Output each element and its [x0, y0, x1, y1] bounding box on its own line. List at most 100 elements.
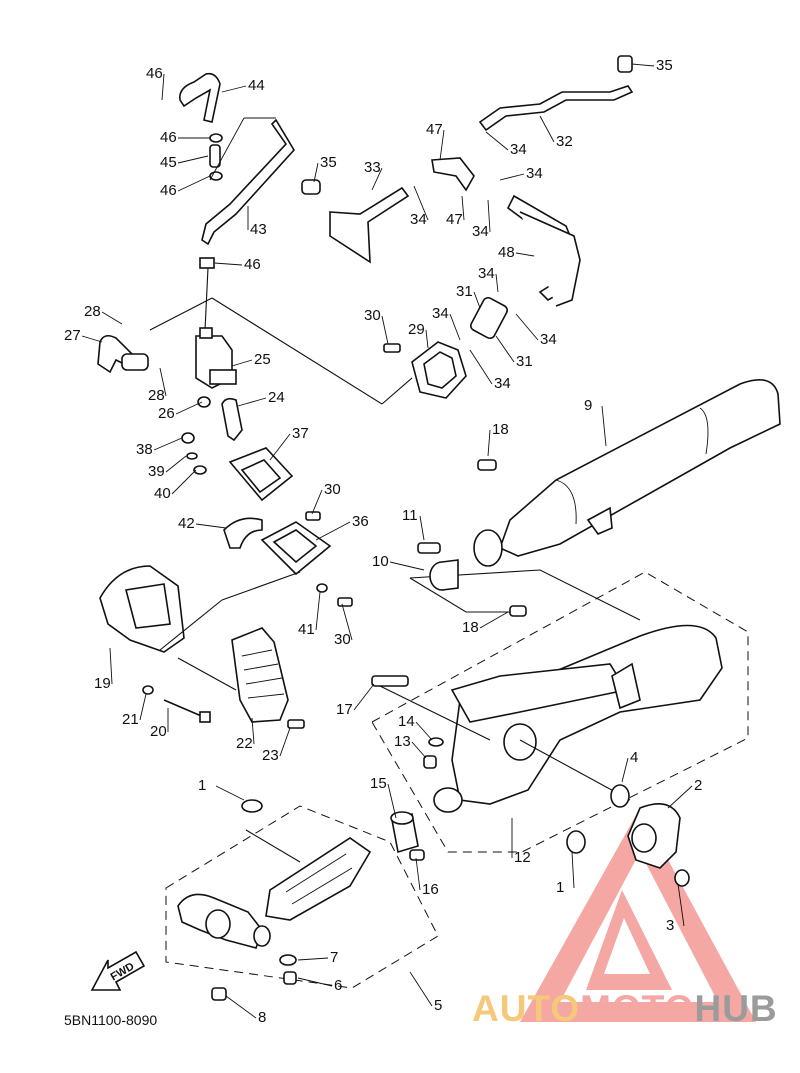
leader-41	[315, 591, 321, 631]
clamp-2-ring	[631, 823, 657, 853]
callout-40: 40	[154, 485, 171, 502]
callout-9: 9	[584, 397, 593, 414]
nut-3	[674, 869, 690, 887]
callout-leaders	[81, 63, 693, 1019]
leader-4	[621, 757, 629, 783]
leader-line	[221, 571, 301, 601]
callout-46: 46	[146, 65, 163, 82]
leader-11	[419, 515, 425, 541]
leader-34	[499, 173, 525, 181]
leader-39	[165, 455, 187, 473]
valve-cap	[199, 327, 213, 339]
leader-33	[371, 167, 383, 191]
callout-24: 24	[268, 389, 285, 406]
callout-27: 27	[64, 327, 81, 344]
exhaust-pipe-assembly-outline	[165, 805, 439, 989]
callout-12: 12	[514, 849, 531, 866]
callout-21: 21	[122, 711, 139, 728]
leader-35	[313, 162, 319, 183]
gasket-4	[610, 784, 630, 808]
heat-shield-ribs	[241, 649, 285, 699]
callout-32: 32	[556, 133, 573, 150]
callout-45: 45	[160, 154, 177, 171]
leader-31	[473, 291, 481, 309]
watermark-part2: MOTO	[580, 988, 695, 1029]
callout-46: 46	[160, 129, 177, 146]
leader-19	[109, 647, 113, 685]
leader-24	[237, 397, 267, 407]
pipe-flange	[253, 925, 271, 947]
leader-line	[379, 685, 491, 741]
leader-18	[479, 611, 509, 629]
callout-3: 3	[666, 917, 675, 934]
watermark-triangle	[520, 808, 756, 1022]
callout-46: 46	[244, 256, 261, 273]
reed-valve-29-inner	[423, 351, 457, 389]
callout-28: 28	[148, 387, 165, 404]
leader-38	[153, 437, 183, 451]
callout-34: 34	[526, 165, 543, 182]
cap-35	[617, 55, 633, 73]
muffler-9-inlet	[473, 529, 503, 567]
leader-47	[461, 195, 465, 221]
callout-5: 5	[434, 997, 443, 1014]
callout-42: 42	[178, 515, 195, 532]
heat-shield-22	[231, 627, 289, 723]
hose-44	[178, 72, 221, 123]
callout-18: 18	[492, 421, 509, 438]
cap-35	[301, 179, 321, 195]
fwd-arrow	[90, 950, 146, 991]
callout-4: 4	[630, 749, 639, 766]
watermark-part3: HUB	[694, 988, 778, 1029]
leader-27	[81, 335, 103, 343]
leader-23	[279, 727, 291, 757]
callout-30: 30	[324, 481, 341, 498]
hose-42	[223, 517, 263, 549]
cover-19-inner	[125, 583, 171, 629]
callout-10: 10	[372, 553, 389, 570]
hose-43	[201, 118, 295, 246]
leader-9	[601, 405, 607, 447]
callout-23: 23	[262, 747, 279, 764]
leader-28	[159, 367, 167, 397]
callout-20: 20	[150, 723, 167, 740]
leader-47	[439, 129, 445, 161]
gasket-1-top	[241, 799, 263, 813]
washer-7	[279, 954, 297, 966]
callout-35: 35	[320, 154, 337, 171]
nut-8	[211, 987, 227, 1001]
callout-34: 34	[540, 331, 557, 348]
leader-line	[409, 577, 520, 613]
muffler-12-inlet	[433, 787, 463, 813]
pipe-48-second	[519, 211, 581, 307]
callout-36: 36	[352, 513, 369, 530]
washer-40	[193, 465, 207, 475]
callout-48: 48	[498, 244, 515, 261]
callout-13: 13	[394, 733, 411, 750]
leader-30	[311, 489, 323, 515]
callout-7: 7	[330, 949, 339, 966]
leader-13	[411, 741, 427, 759]
callout-38: 38	[136, 441, 153, 458]
hose-28	[121, 353, 149, 371]
leader-30	[341, 603, 353, 641]
leader-48	[515, 252, 535, 257]
leader-30	[381, 315, 389, 345]
hose-47	[431, 157, 475, 192]
leader-25	[231, 359, 253, 367]
callout-17: 17	[336, 701, 353, 718]
leader-34	[515, 313, 539, 341]
leader-7	[297, 957, 329, 961]
leader-line	[211, 297, 383, 405]
leader-line	[381, 377, 413, 405]
callout-31: 31	[516, 353, 533, 370]
callout-28: 28	[84, 303, 101, 320]
muffler-12-tab	[611, 662, 641, 710]
catalog-code: 5BN1100-8090	[64, 1012, 158, 1028]
joint-15-top	[390, 811, 414, 825]
exhaust-pipe-5-shield	[265, 837, 372, 921]
callout-37: 37	[292, 425, 309, 442]
leader-10	[389, 561, 425, 571]
leader-line	[209, 117, 245, 181]
